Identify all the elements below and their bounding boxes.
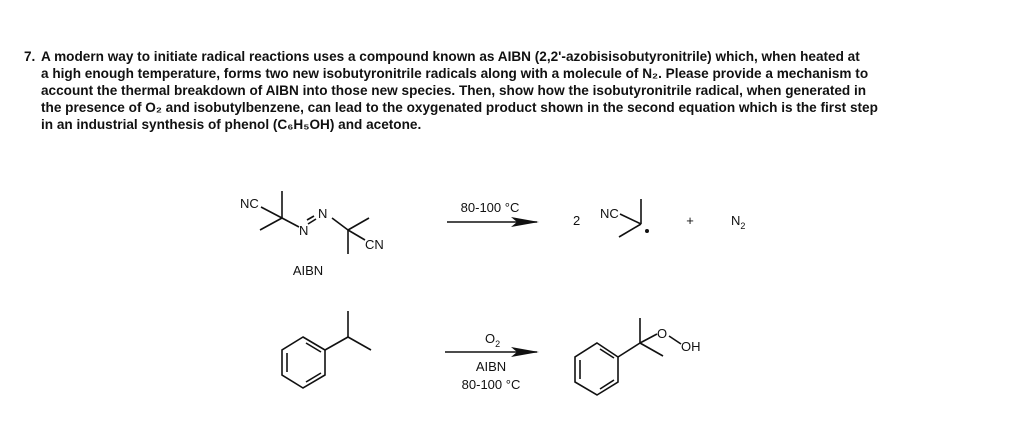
bond xyxy=(259,217,283,231)
bond xyxy=(599,348,615,359)
question-line: a high enough temperature, forms two new… xyxy=(41,66,869,81)
radical-dot xyxy=(645,229,649,233)
nc-label: NC xyxy=(240,196,259,211)
question-line: in an industrial synthesis of phenol (C₆… xyxy=(41,117,422,132)
cn-label: CN xyxy=(365,237,384,252)
bond xyxy=(668,335,682,345)
question-text: 7. A modern way to initiate radical reac… xyxy=(24,48,878,133)
question-number: 7. xyxy=(24,49,36,64)
double-bond xyxy=(306,215,315,221)
n-label: N xyxy=(299,223,308,238)
bond xyxy=(639,333,658,344)
benzene-ring xyxy=(281,336,326,389)
bond xyxy=(260,206,283,219)
nc-label: NC xyxy=(600,206,619,221)
bond xyxy=(639,342,664,357)
bond xyxy=(617,342,641,358)
aibn-structure: NC N N CN xyxy=(240,191,384,254)
question-line: account the thermal breakdown of AIBN in… xyxy=(41,83,867,98)
cumene-structure xyxy=(281,311,372,389)
double-bond xyxy=(307,218,317,225)
bond xyxy=(347,217,370,231)
bond xyxy=(599,379,615,390)
bond xyxy=(618,223,642,238)
oxygen-label: O xyxy=(657,326,667,341)
bond xyxy=(305,342,322,353)
radical-structure: NC xyxy=(600,199,649,238)
n-label: N xyxy=(318,206,327,221)
bond xyxy=(347,229,366,241)
reagent-o2: O2 xyxy=(485,331,500,349)
bond xyxy=(331,217,349,231)
question-line: A modern way to initiate radical reactio… xyxy=(41,49,860,64)
condition-label: 80-100 °C xyxy=(461,200,520,215)
cumene-hydroperoxide-structure: O OH xyxy=(574,318,701,396)
aibn-label: AIBN xyxy=(293,263,323,278)
plus-sign: + xyxy=(686,213,694,228)
bond xyxy=(324,336,349,351)
bond xyxy=(347,336,372,351)
reagent-aibn: AIBN xyxy=(476,359,506,374)
coefficient: 2 xyxy=(573,213,580,228)
n2-product: N2 xyxy=(731,213,745,231)
bond xyxy=(281,217,300,228)
bond xyxy=(305,372,322,383)
condition-label: 80-100 °C xyxy=(462,377,521,392)
benzene-ring xyxy=(574,342,619,396)
hydroxyl-label: OH xyxy=(681,339,701,354)
question-line: the presence of O₂ and isobutylbenzene, … xyxy=(41,100,878,115)
bond xyxy=(619,213,642,225)
